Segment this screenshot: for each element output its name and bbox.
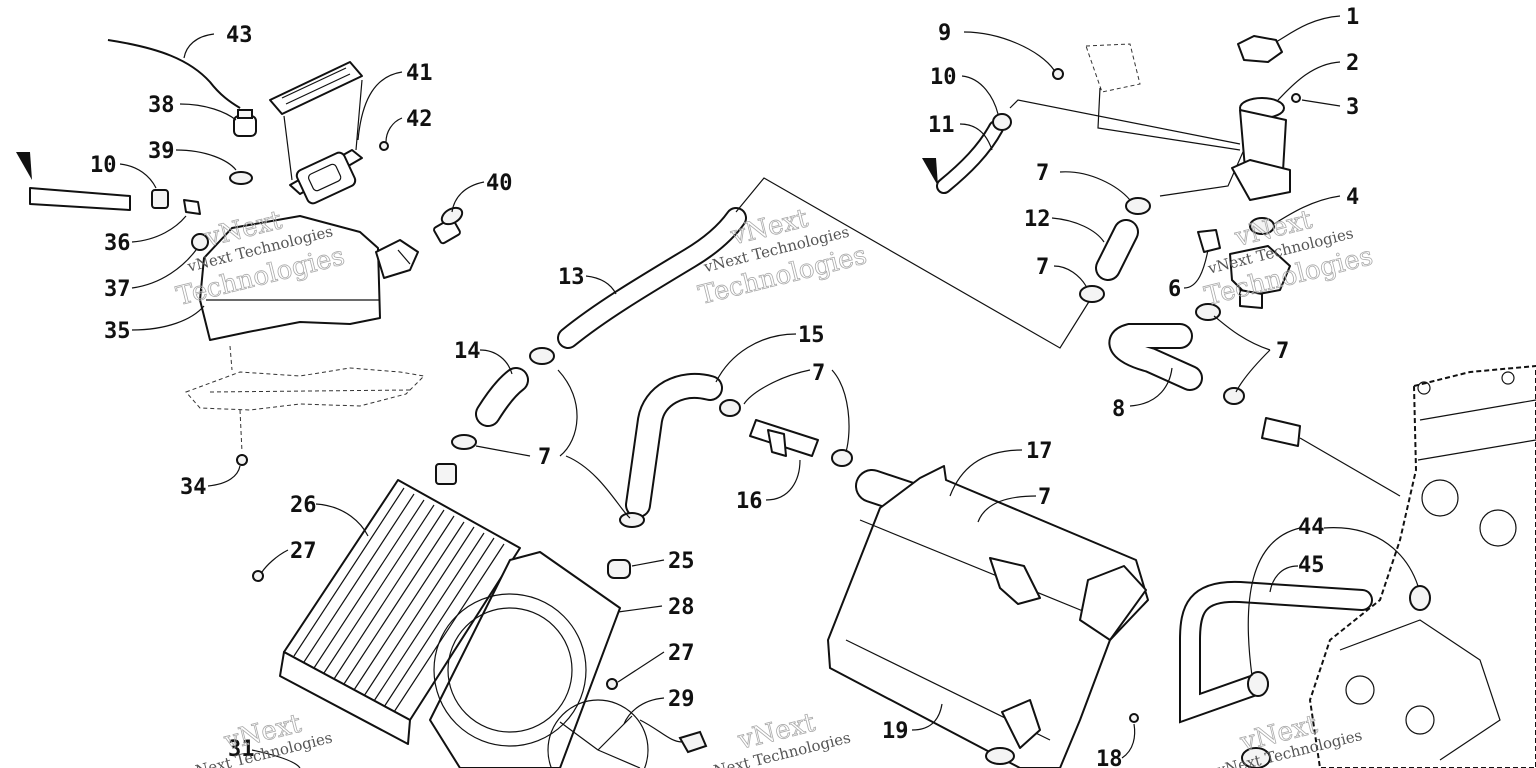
callout-19: 19 (882, 719, 909, 744)
callout-3: 3 (1346, 95, 1359, 120)
callout-10-right: 10 (930, 65, 957, 90)
clamp-7b (451, 434, 477, 450)
clamp-7g (1125, 197, 1151, 215)
bolt-34 (236, 454, 248, 466)
clamp-7c (619, 512, 645, 528)
callout-12: 12 (1024, 207, 1051, 232)
clamp-44c (1241, 747, 1271, 768)
callout-35: 35 (104, 319, 131, 344)
callout-9: 9 (938, 21, 951, 46)
tee-fitting-17 (749, 419, 819, 457)
callout-38: 38 (148, 93, 175, 118)
coolant-reservoir-35 (199, 215, 419, 341)
clamp-44a (1409, 585, 1431, 611)
screw-42 (379, 141, 389, 151)
callout-44: 44 (1298, 515, 1325, 540)
clamp-7h (1079, 285, 1105, 303)
direction-arrow-icon (16, 152, 32, 180)
clamp-10-right (992, 113, 1012, 131)
radiator-cap-1 (1237, 35, 1283, 63)
bracket-34 (185, 367, 426, 411)
cap-38 (233, 109, 257, 137)
callout-13: 13 (558, 265, 585, 290)
callout-1: 1 (1346, 5, 1359, 30)
callout-31: 31 (228, 737, 255, 762)
callout-40: 40 (486, 171, 513, 196)
frame-panel-19 (827, 465, 1149, 768)
callout-45: 45 (1298, 553, 1325, 578)
pipe-fitting (1261, 417, 1301, 447)
callout-27-right: 27 (668, 641, 695, 666)
hose-10-left (29, 187, 169, 211)
callout-7-right: 7 (1276, 339, 1289, 364)
callout-16: 15 (798, 323, 825, 348)
callout-15: 17 (1026, 439, 1053, 464)
watermark-3: vNext vNext Technologies Technologies (1201, 204, 1376, 312)
callout-7-panel: 7 (1038, 485, 1051, 510)
callout-labels: 1 2 3 4 6 7 8 9 10 11 7 12 7 13 14 7 15 … (90, 5, 1359, 768)
watermark-5: vNext vNext Technologies (703, 707, 853, 768)
radiator-26 (279, 463, 521, 745)
callout-6: 6 (1168, 277, 1181, 302)
callout-10-left: 10 (90, 153, 117, 178)
clamp-7a (529, 347, 555, 365)
clamp-7j (1223, 387, 1245, 405)
ecu-module-41 (269, 61, 363, 205)
callout-39: 39 (148, 139, 175, 164)
callout-37: 37 (104, 277, 131, 302)
callout-27-left: 27 (290, 539, 317, 564)
bracket-9 (1085, 43, 1141, 93)
screw-27b (606, 678, 618, 690)
fitting-36 (183, 199, 201, 215)
screw-27a (252, 570, 264, 582)
grommet-25 (607, 559, 631, 579)
clamp-7e (831, 449, 853, 467)
watermark-4: vNext vNext Technologies (184, 708, 334, 768)
callout-43: 43 (226, 23, 253, 48)
clamp-7d (719, 399, 741, 417)
callout-2: 2 (1346, 51, 1359, 76)
callout-41: 41 (406, 61, 433, 86)
callout-18: 18 (1096, 747, 1123, 768)
callout-7-mid: 7 (1036, 255, 1049, 280)
bolt-3 (1291, 93, 1301, 103)
callout-4: 4 (1346, 185, 1359, 210)
sensor-6 (1197, 229, 1221, 253)
callout-36: 36 (104, 231, 131, 256)
callout-17: 16 (736, 489, 763, 514)
callout-25: 25 (668, 549, 695, 574)
filler-neck-2 (1231, 97, 1291, 201)
engine-block (1309, 365, 1536, 768)
callout-34: 34 (180, 475, 207, 500)
callout-11: 11 (928, 113, 955, 138)
clamp-37 (191, 233, 209, 251)
callout-7-top: 7 (1036, 161, 1049, 186)
nut-9 (1052, 68, 1064, 80)
callout-14: 14 (454, 339, 481, 364)
clamp-44b (1247, 671, 1269, 697)
clamp-lower (985, 747, 1015, 765)
thermostat-4 (1229, 217, 1291, 309)
grommet-39 (229, 171, 253, 185)
callout-29: 29 (668, 687, 695, 712)
cap-40 (433, 206, 464, 245)
callout-26: 26 (290, 493, 317, 518)
boot-lower (1001, 699, 1041, 749)
callout-7-tee: 7 (812, 361, 825, 386)
direction-arrow-icon (922, 158, 938, 186)
boot-upper (989, 557, 1041, 605)
fan-29 (547, 699, 708, 768)
callout-8: 8 (1112, 397, 1125, 422)
fan-shroud-28 (429, 551, 621, 768)
callout-42: 42 (406, 107, 433, 132)
callout-7-center: 7 (538, 445, 551, 470)
callout-28: 28 (668, 595, 695, 620)
screw-18 (1129, 713, 1139, 723)
